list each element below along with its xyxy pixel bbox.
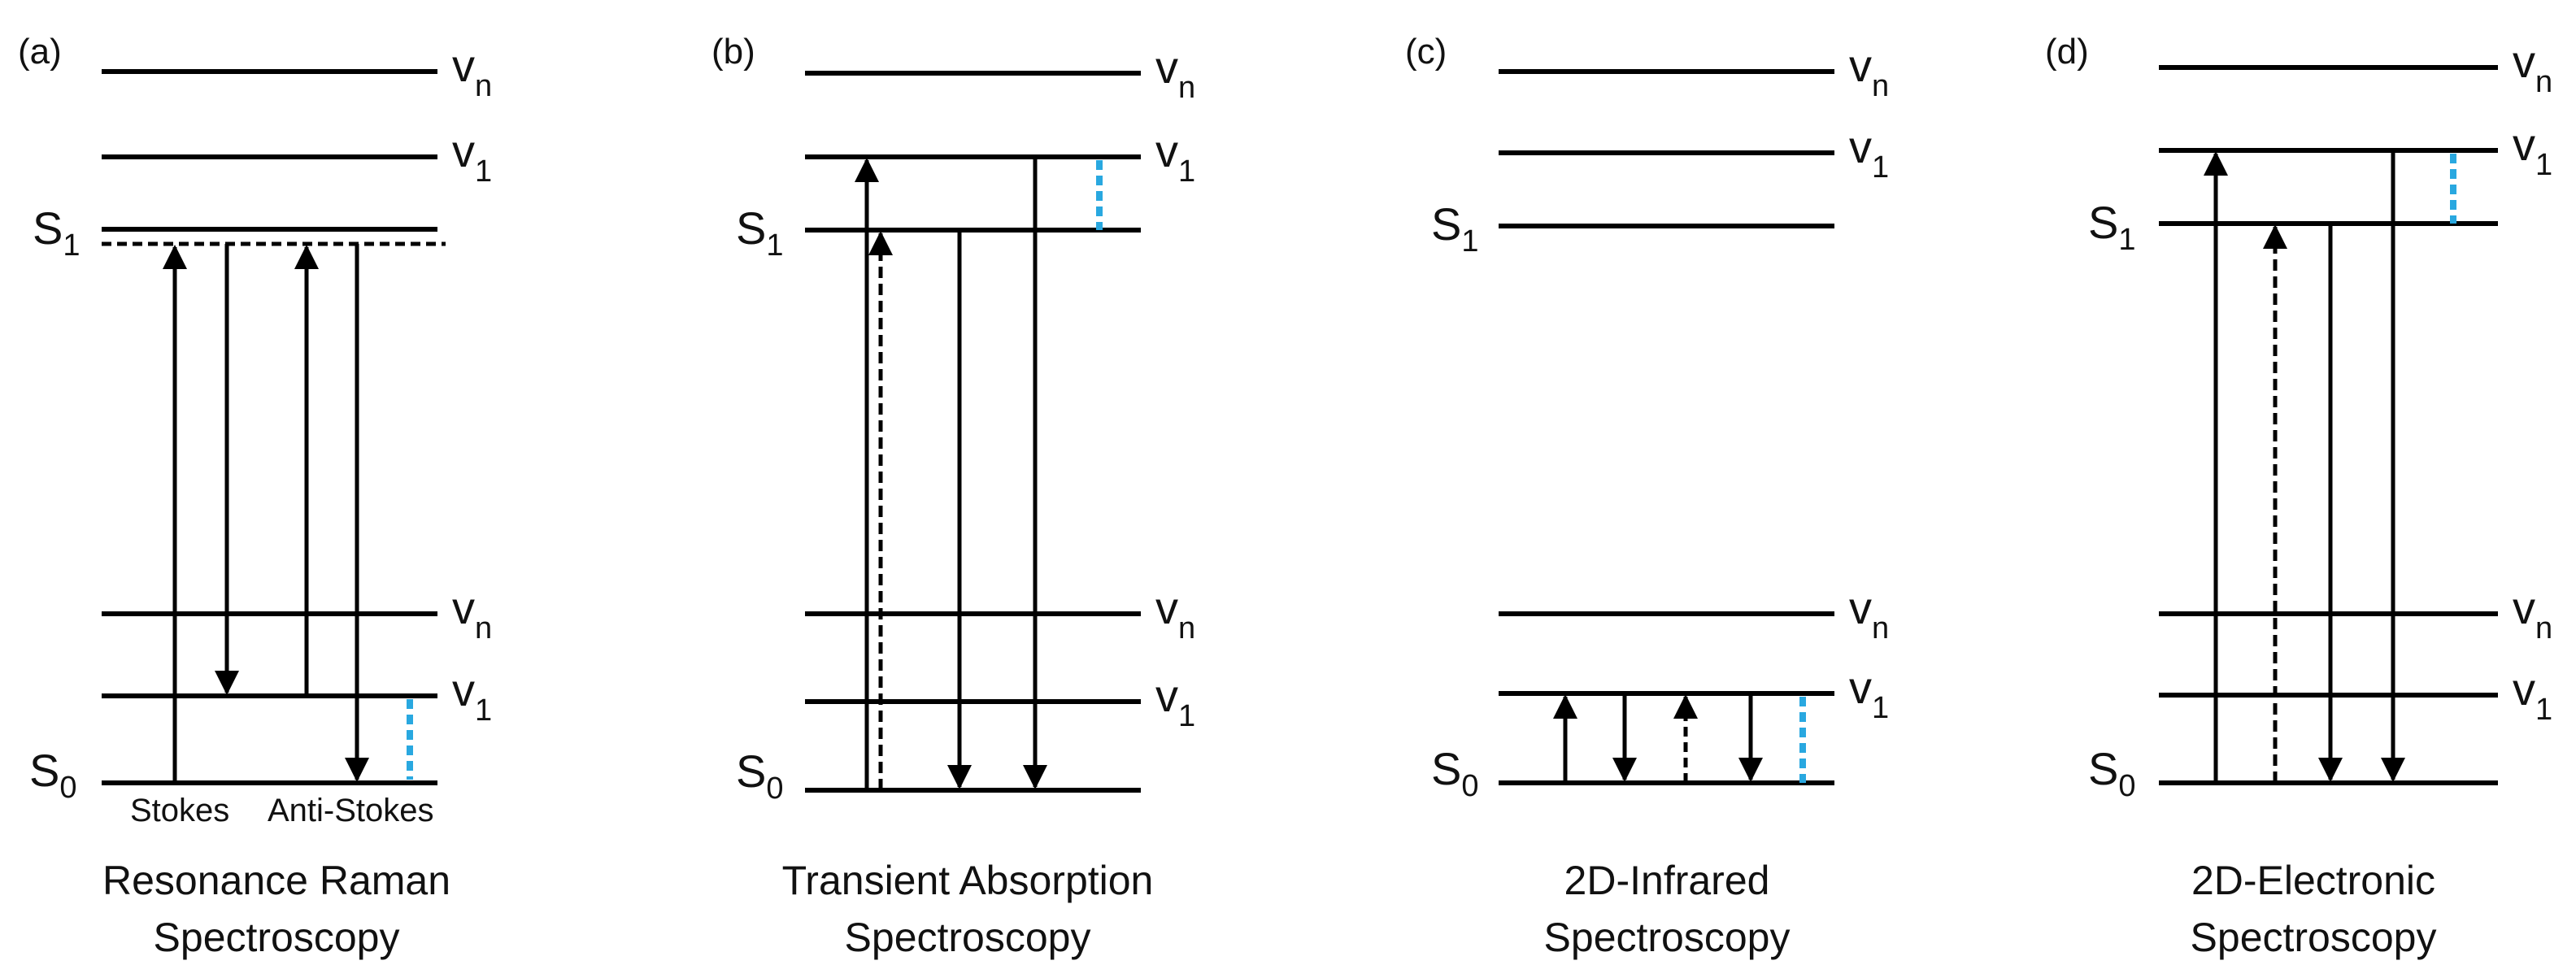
panel-d-label-s1: S1: [2088, 197, 2136, 257]
panel-c-caption-line2: Spectroscopy: [1544, 915, 1791, 960]
panel-c-caption-line1: 2D-Infrared: [1564, 858, 1770, 903]
panel-d-letter: (d): [2045, 32, 2089, 72]
panel-a-letter: (a): [18, 32, 62, 72]
panel-a-antistokes-label: Anti-Stokes: [268, 793, 434, 828]
panel-a-label-s0: S0: [29, 745, 77, 805]
panel-d-label-upper-v1: v1: [2513, 119, 2552, 182]
panel-a-caption-line1: Resonance Raman: [102, 858, 450, 903]
panel-b-label-s1: S1: [736, 202, 784, 263]
panel-c-label-upper-v1: v1: [1849, 121, 1889, 185]
panel-c-letter: (c): [1405, 32, 1447, 72]
panel-b-caption-line1: Transient Absorption: [782, 858, 1154, 903]
panel-d-label-upper-vn: vn: [2513, 36, 2552, 99]
panel-d-label-lower-v1: v1: [2513, 663, 2552, 727]
panel-d-caption-line1: 2D-Electronic: [2191, 858, 2435, 903]
panel-d-label-lower-vn: vn: [2513, 582, 2552, 645]
panel-a-label-lower-v1: v1: [452, 664, 492, 728]
panel-c-label-lower-vn: vn: [1849, 582, 1889, 645]
panel-d-caption-line2: Spectroscopy: [2191, 915, 2437, 960]
panel-b-caption-line2: Spectroscopy: [845, 915, 1091, 960]
panel-a-label-upper-vn: vn: [452, 40, 492, 103]
panel-c-label-lower-v1: v1: [1849, 662, 1889, 725]
panel-c-label-upper-vn: vn: [1849, 40, 1889, 103]
panel-b: (b) S1 S0 vn v1 vn v1 Transient Absorpti…: [711, 32, 1195, 960]
panel-d: (d) S1 S0 vn v1 vn v1 2D-Electronic Spec…: [2045, 32, 2552, 960]
panel-c-label-s1: S1: [1431, 198, 1479, 259]
panel-a-label-s1: S1: [33, 202, 80, 263]
panel-a: (a) S1 S0 vn v1 vn v1 Stokes Anti-Stokes…: [18, 32, 492, 960]
panel-a-caption-line2: Spectroscopy: [154, 915, 400, 960]
panel-c-label-s0: S0: [1431, 743, 1479, 803]
panel-a-stokes-label: Stokes: [130, 793, 229, 828]
panel-b-label-upper-v1: v1: [1155, 125, 1195, 189]
panel-b-label-lower-v1: v1: [1155, 670, 1195, 733]
panel-b-label-lower-vn: vn: [1155, 582, 1195, 645]
panel-a-label-upper-v1: v1: [452, 125, 492, 189]
panel-b-label-upper-vn: vn: [1155, 41, 1195, 105]
panel-d-label-s0: S0: [2088, 743, 2136, 803]
panel-a-label-lower-vn: vn: [452, 582, 492, 645]
panel-c: (c) S1 S0 vn v1 vn v1 2D-Infrared Spectr…: [1405, 32, 1889, 960]
panel-b-label-s0: S0: [736, 745, 784, 806]
panel-b-letter: (b): [711, 32, 755, 72]
